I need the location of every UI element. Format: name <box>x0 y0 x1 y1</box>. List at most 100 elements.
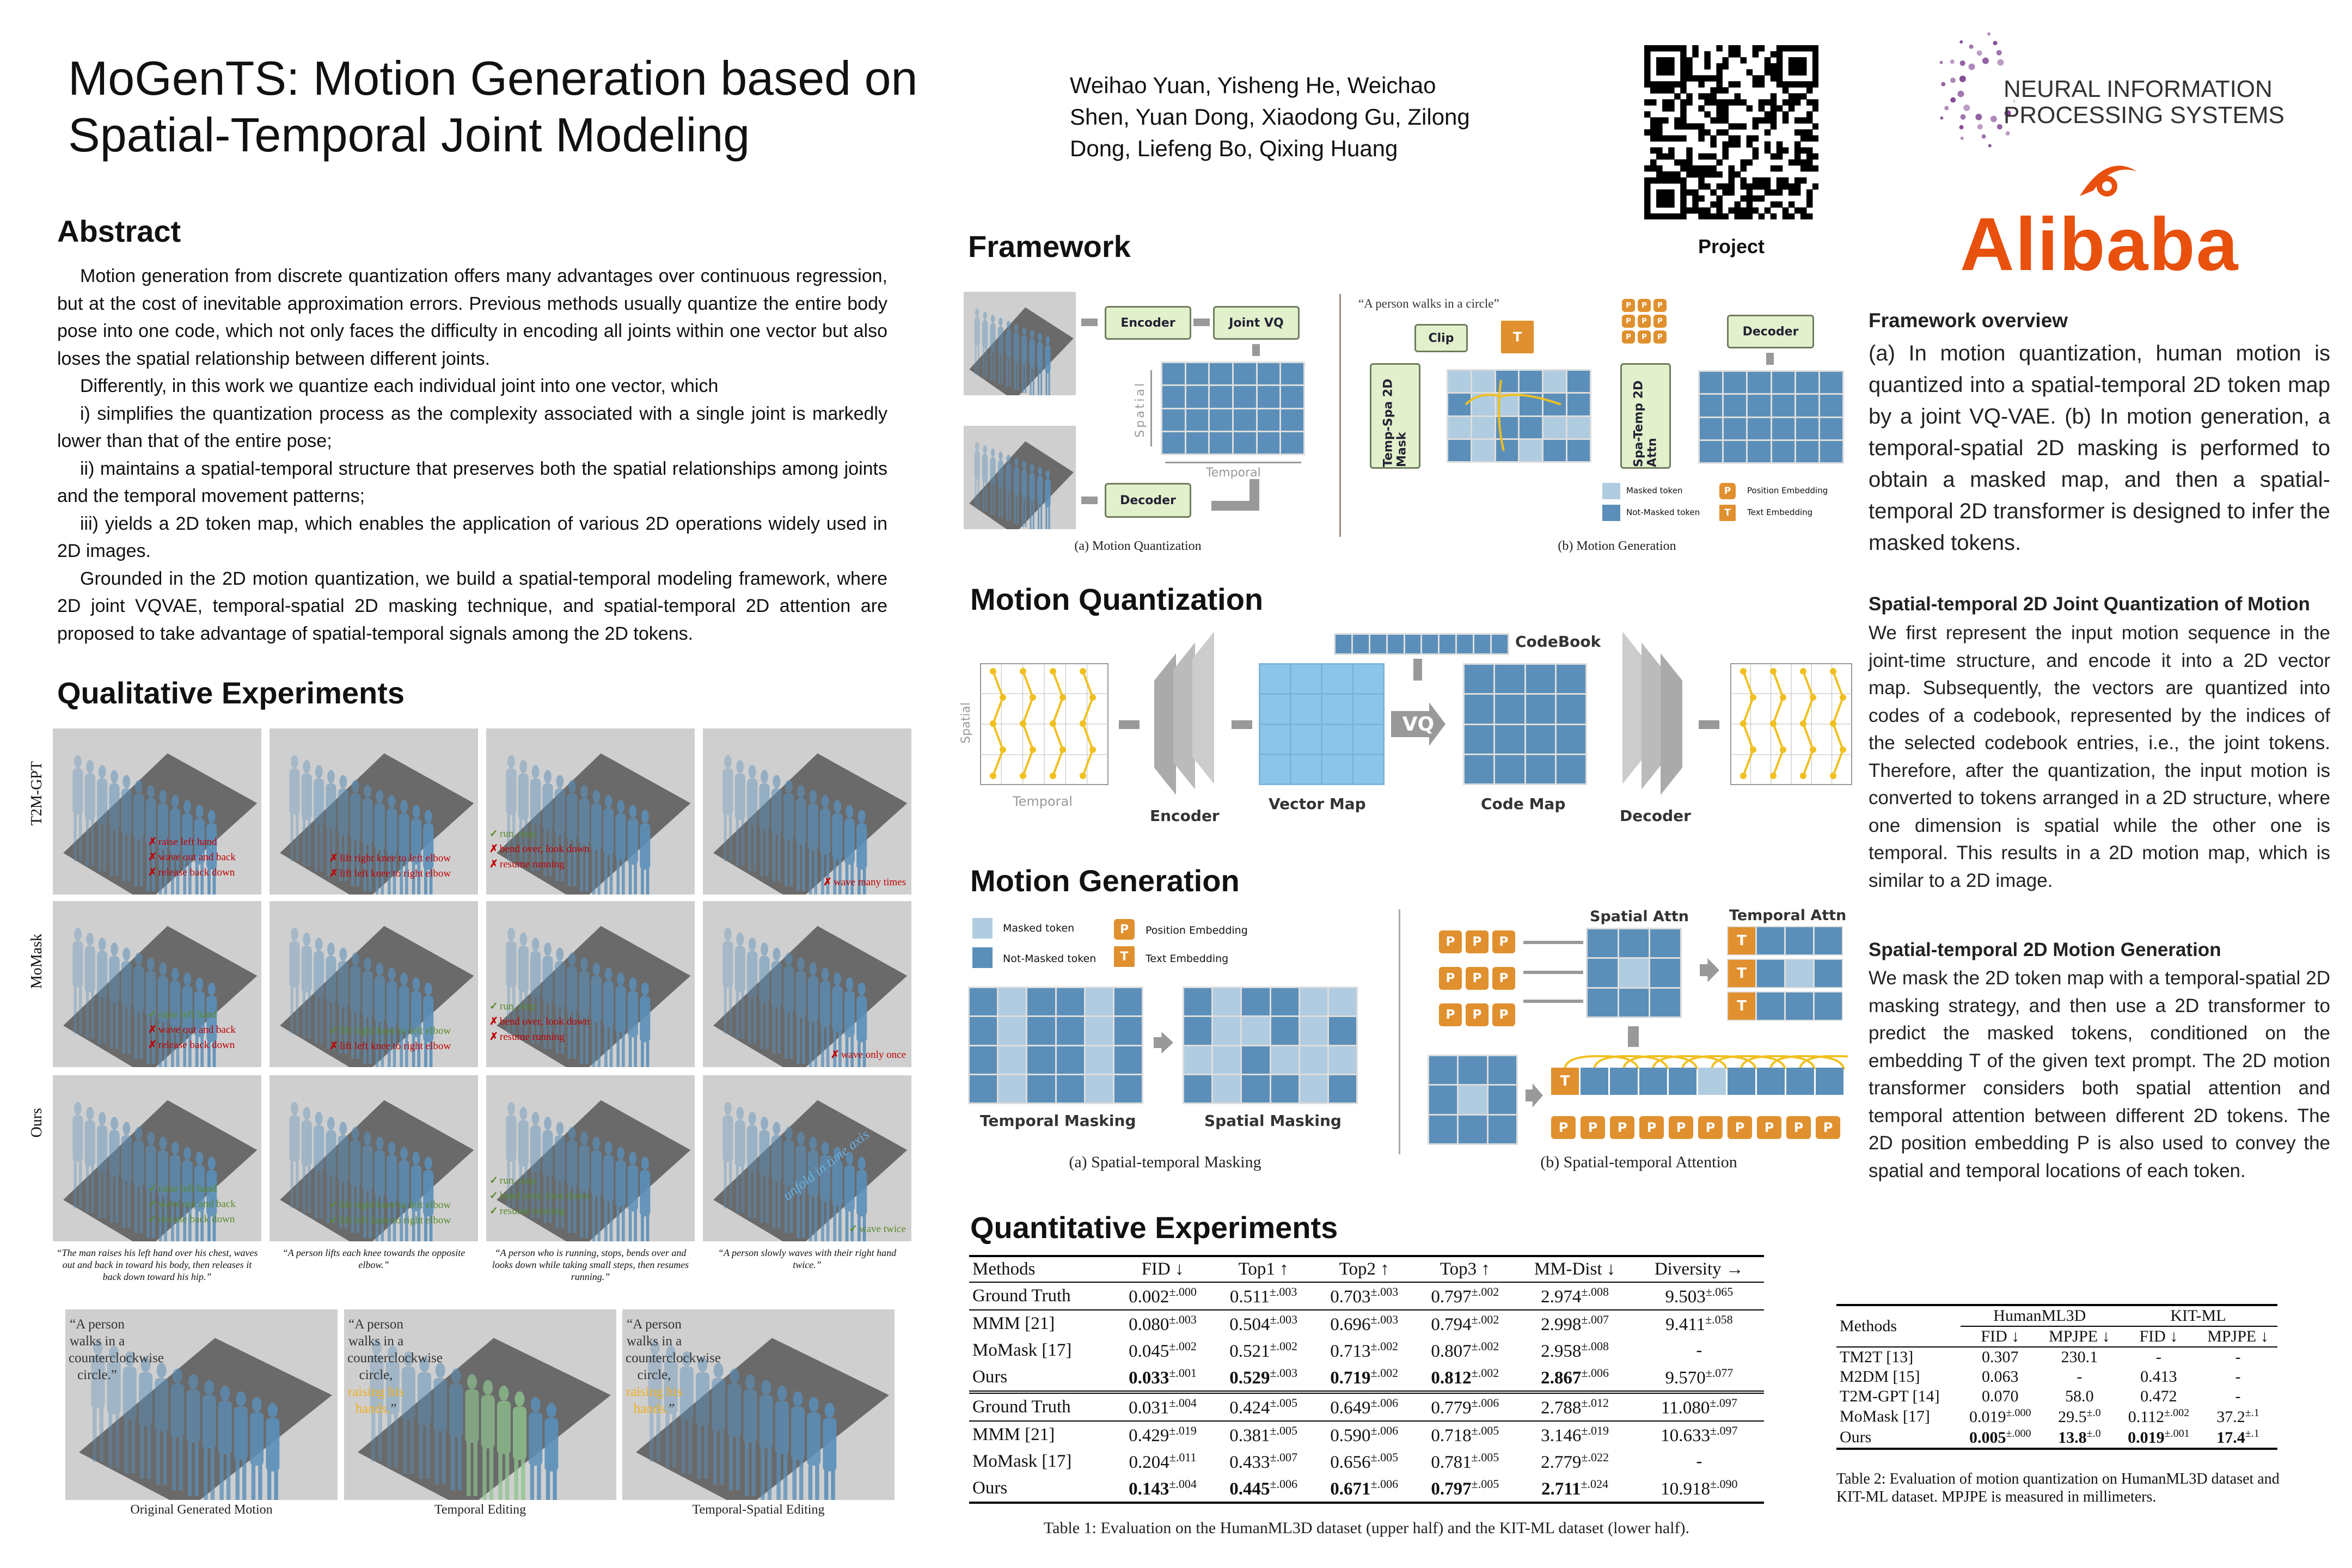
token <box>1588 959 1618 987</box>
result-checklist: ✓run, stop✗bend over, look down✗resume r… <box>489 999 590 1045</box>
arrow-up-icon <box>1766 353 1774 365</box>
token <box>1556 695 1585 724</box>
token <box>1210 409 1232 431</box>
checklist-text: release back down <box>158 867 235 878</box>
token <box>970 1017 997 1045</box>
token <box>1724 418 1747 439</box>
cell-std: ±.0 <box>2086 1407 2101 1419</box>
temporal-axis-label: Temporal <box>1013 794 1073 809</box>
result-checklist: ✗lift right knee to left elbow✗lift left… <box>329 851 451 881</box>
table-cell: - <box>2198 1347 2277 1367</box>
token <box>1465 665 1494 694</box>
text-prompt: “A person lifts each knee towards the op… <box>282 1247 465 1270</box>
cell-std: ±.005 <box>1471 1424 1499 1437</box>
editing-image: “A person walks in a counterclockwise ci… <box>65 1309 338 1500</box>
token <box>1772 395 1794 416</box>
token <box>1796 372 1818 394</box>
text-embedding-token: T <box>1728 993 1755 1020</box>
spatial-masking-map <box>1183 987 1358 1104</box>
token <box>1405 635 1421 653</box>
token <box>1162 363 1185 385</box>
temporal-attention-row: T <box>1727 959 1843 988</box>
alibaba-smile-icon <box>2080 166 2137 197</box>
motion-result-image: ✓lift right knee to left elbow✗lift left… <box>270 901 478 1067</box>
cross-icon: ✗ <box>148 852 157 863</box>
masked-token <box>1786 960 1813 987</box>
checklist-item: ✓resume running <box>489 1204 590 1219</box>
divider <box>1339 294 1341 537</box>
overview-heading: Framework overview <box>1869 309 2068 332</box>
column-header: Top3 ↑ <box>1440 1259 1490 1279</box>
table-cell: 29.5±.0 <box>2040 1406 2119 1427</box>
column-header: Top2 ↑ <box>1339 1259 1389 1279</box>
cell-std: ±.058 <box>1705 1313 1733 1326</box>
token <box>1234 363 1256 385</box>
check-icon: ✓ <box>489 1175 498 1186</box>
token <box>1772 372 1794 394</box>
project-qr-code[interactable] <box>1644 45 1818 219</box>
token <box>1820 440 1842 462</box>
token <box>1440 635 1456 653</box>
checklist-item: ✗wave out and back <box>148 850 236 865</box>
cell-value: 2.711 <box>1541 1479 1581 1499</box>
token <box>1567 439 1590 461</box>
masked-token-map <box>1447 369 1591 463</box>
cell-value: 0.033 <box>1129 1368 1169 1388</box>
cell-value: 10.918 <box>1661 1479 1710 1499</box>
table-cell: 0.504±.003 <box>1213 1310 1314 1337</box>
table-cell: 0.521±.002 <box>1213 1337 1314 1364</box>
token <box>1459 1115 1487 1143</box>
row-label: MoMask <box>28 934 45 989</box>
token <box>1322 725 1352 754</box>
decoder-layers-icon <box>1622 632 1682 795</box>
result-checklist: ✓wave twice <box>849 1222 906 1237</box>
cell-value: 0.529 <box>1229 1368 1270 1388</box>
masked-token <box>1300 988 1327 1016</box>
arrow-icon <box>1526 1083 1543 1107</box>
legend-not-masked-swatch <box>972 947 993 968</box>
motion-result-image: ✗wave only once <box>703 901 911 1067</box>
table-cell: 17.4±.1 <box>2198 1427 2277 1449</box>
masked-token <box>1085 1046 1113 1074</box>
token <box>1271 988 1298 1016</box>
token <box>1322 665 1352 694</box>
cell-std: ±.097 <box>1710 1396 1737 1410</box>
token <box>1291 725 1321 754</box>
table-cell: 3.146±.019 <box>1515 1421 1634 1448</box>
motion-render <box>53 1075 261 1241</box>
token <box>1465 695 1494 724</box>
token <box>1567 371 1590 393</box>
token <box>1056 988 1084 1016</box>
spatial-axis-arrow <box>1150 370 1152 446</box>
cell-value: 0.703 <box>1330 1287 1371 1307</box>
motion-render <box>622 1309 895 1500</box>
vq-arrow: VQ <box>1391 702 1445 746</box>
position-embedding-token: P <box>1466 967 1489 990</box>
cell-value: 29.5 <box>2058 1408 2087 1426</box>
token <box>1820 418 1842 439</box>
cell-std: ±.005 <box>1270 1396 1298 1410</box>
legend-text-label: Text Embedding <box>1747 507 1813 517</box>
prompt-close: ” <box>669 1401 675 1416</box>
token <box>1457 635 1473 653</box>
column-header: MPJPE ↓ <box>2207 1327 2269 1345</box>
cell-value: 3.146 <box>1541 1426 1582 1445</box>
position-embedding-token: P <box>1492 930 1515 953</box>
motion-result-image: ✓run, stop✗bend over, look down✗resume r… <box>486 728 695 895</box>
cross-icon: ✗ <box>148 1039 157 1051</box>
text-embedding-token: T <box>1501 321 1534 353</box>
masked-token <box>1085 988 1113 1016</box>
column-header: MM-Dist ↓ <box>1534 1259 1616 1279</box>
masked-token <box>999 988 1026 1016</box>
cell-value: 0.002 <box>1129 1287 1169 1307</box>
cell-value: 0.671 <box>1330 1479 1371 1499</box>
column-header: Top1 ↑ <box>1238 1259 1289 1279</box>
table-cell: 2.788±.012 <box>1515 1392 1634 1421</box>
method-name: TM2T [13] <box>1840 1348 1914 1366</box>
cell-value: 0.812 <box>1431 1368 1472 1388</box>
result-checklist: ✓run, stop✓bend over, look down✓resume r… <box>489 1173 590 1219</box>
token <box>1567 394 1590 415</box>
